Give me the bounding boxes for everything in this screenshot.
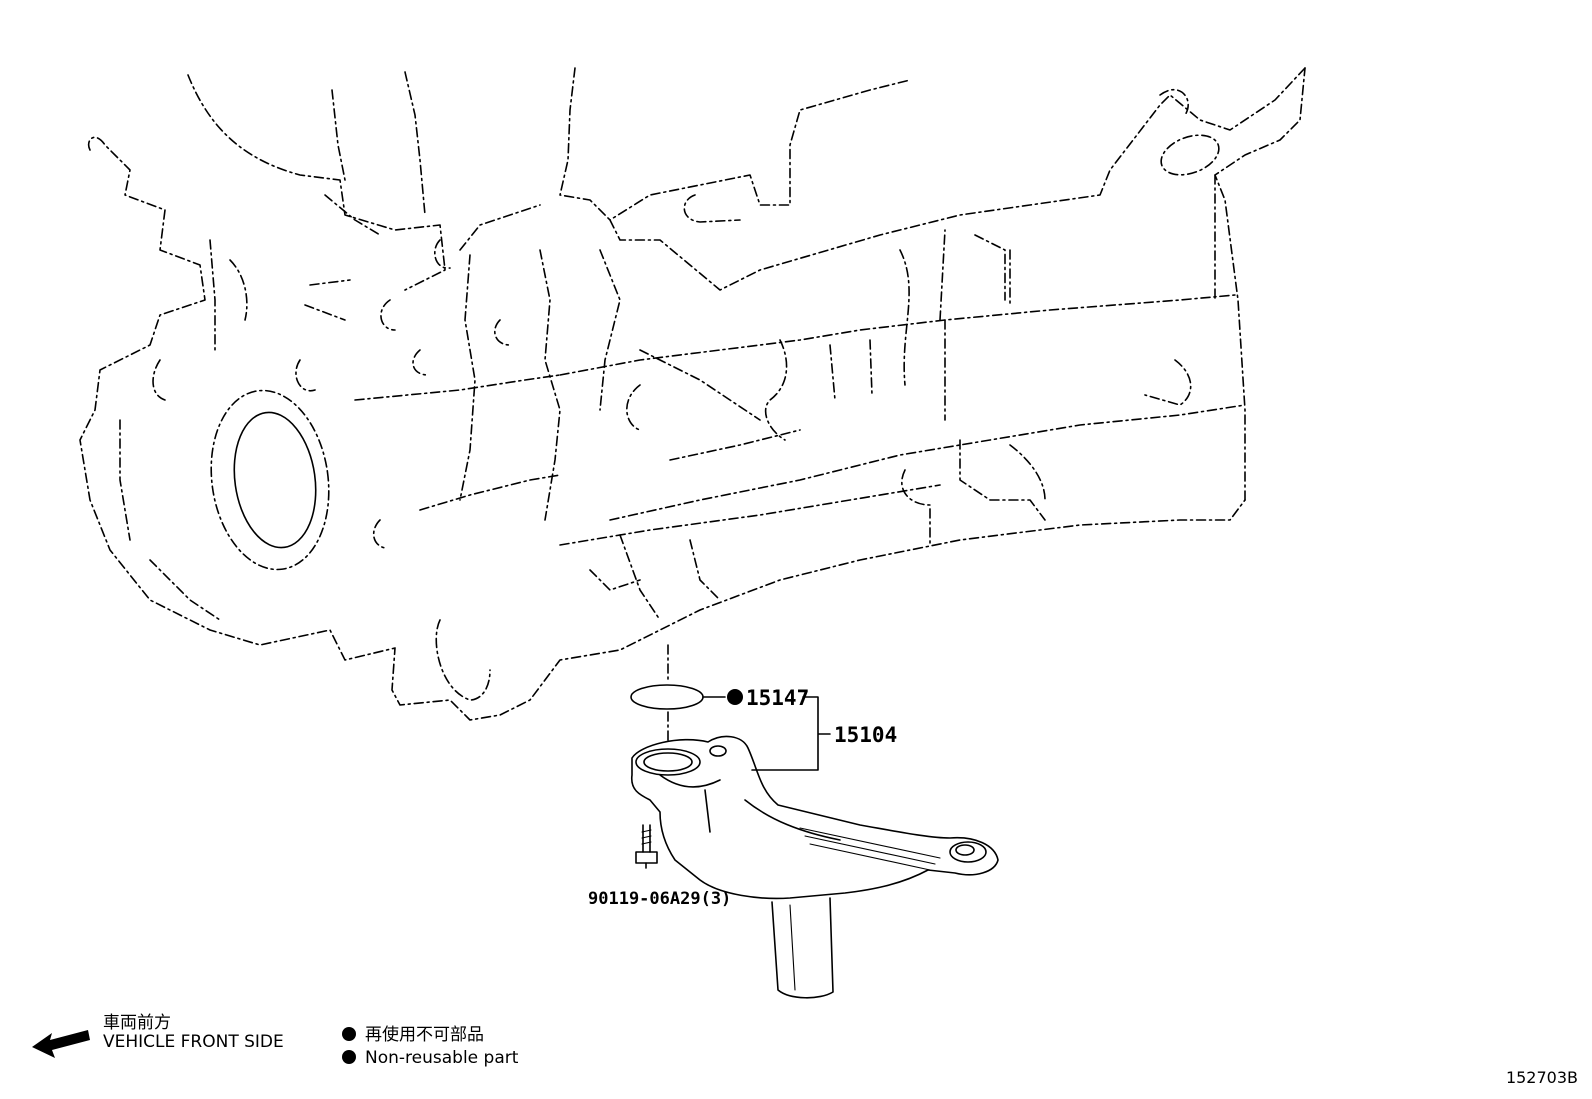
bullet-icon bbox=[342, 1027, 356, 1041]
part-label-15104: 15104 bbox=[834, 723, 897, 747]
legend-nonreuse-en: Non-reusable part bbox=[365, 1048, 519, 1068]
figure-id: 152703B bbox=[1505, 1068, 1578, 1087]
bolt-part bbox=[635, 824, 658, 869]
bullet-icon bbox=[342, 1050, 356, 1064]
legend-front-en: VEHICLE FRONT SIDE bbox=[103, 1032, 284, 1052]
leader-bracket-15104 bbox=[751, 696, 831, 771]
part-label-15147: 15147 bbox=[746, 686, 809, 710]
o-ring-part bbox=[630, 684, 704, 710]
transmission-outline bbox=[79, 67, 1306, 721]
legend-nonreuse: 再使用不可部品 Non-reusable part bbox=[342, 1026, 518, 1068]
non-reusable-marker bbox=[727, 689, 743, 705]
front-arrow-icon bbox=[32, 1030, 90, 1058]
legend-front-jp: 車両前方 bbox=[103, 1013, 171, 1033]
oil-strainer-part bbox=[630, 735, 999, 999]
legend-front: 車両前方 VEHICLE FRONT SIDE bbox=[103, 1014, 284, 1052]
legend-nonreuse-jp: 再使用不可部品 bbox=[365, 1025, 484, 1045]
part-label-bolt: 90119-06A29(3) bbox=[588, 889, 731, 909]
